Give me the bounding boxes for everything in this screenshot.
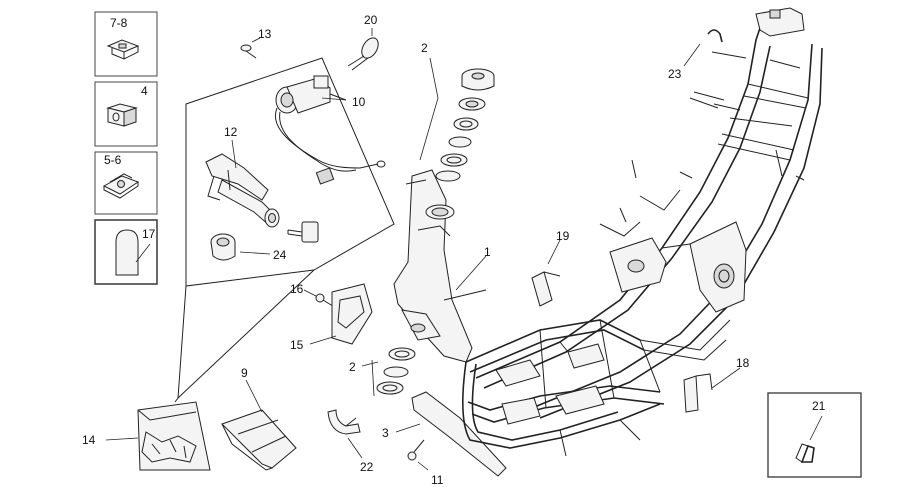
label-17: 17 xyxy=(142,227,156,241)
label-2-top: 2 xyxy=(421,41,428,55)
label-10: 10 xyxy=(352,95,366,109)
label-7-8: 7-8 xyxy=(110,16,128,30)
label-19: 19 xyxy=(556,229,570,243)
key-icon xyxy=(287,221,319,243)
label-18: 18 xyxy=(736,356,750,370)
label-1: 1 xyxy=(484,245,491,259)
part-9-pad xyxy=(221,379,297,471)
part-2-lower-bearing-set xyxy=(361,347,416,397)
part-19-clip xyxy=(531,239,561,307)
label-23: 23 xyxy=(668,67,682,81)
part-16-bolt xyxy=(303,289,337,309)
label-13: 13 xyxy=(258,27,272,41)
part-15-bracket xyxy=(309,283,373,345)
label-3: 3 xyxy=(382,426,389,440)
main-frame-outline xyxy=(462,7,823,457)
inset-box-4: 4 xyxy=(94,81,158,147)
label-24: 24 xyxy=(273,248,287,262)
label-16: 16 xyxy=(290,282,304,296)
label-5-6: 5-6 xyxy=(104,153,122,167)
part-22-clamp xyxy=(327,409,363,459)
label-22: 22 xyxy=(360,460,374,474)
inset-box-7-8: 7-8 xyxy=(94,11,158,77)
part-24-cap xyxy=(210,233,271,261)
part-2-upper-bearing-set xyxy=(419,57,495,182)
label-20: 20 xyxy=(364,13,378,27)
label-9: 9 xyxy=(241,366,248,380)
part-3-plate xyxy=(395,391,507,477)
lock-set-inset-panel: 10 12 24 xyxy=(174,57,395,403)
label-4: 4 xyxy=(141,84,148,98)
label-11: 11 xyxy=(431,473,444,487)
part-20-clip xyxy=(347,28,379,71)
part-10-ignition-switch xyxy=(274,75,386,185)
part-14-document-bag xyxy=(105,401,211,471)
part-12-lock-body xyxy=(205,139,280,228)
label-21: 21 xyxy=(812,399,826,413)
inset-box-5-6: 5-6 xyxy=(94,151,158,215)
part-11-bolt xyxy=(407,439,429,471)
part-1-frame-head xyxy=(393,169,487,363)
inset-box-17: 17 xyxy=(94,219,158,285)
inset-box-21: 21 xyxy=(767,392,862,478)
label-15: 15 xyxy=(290,338,304,352)
label-14: 14 xyxy=(82,433,96,447)
part-18-clip xyxy=(683,367,741,413)
label-12: 12 xyxy=(224,125,238,139)
label-2-bottom: 2 xyxy=(349,360,356,374)
part-13-bolt xyxy=(240,37,261,59)
part-23-clip xyxy=(683,29,723,67)
